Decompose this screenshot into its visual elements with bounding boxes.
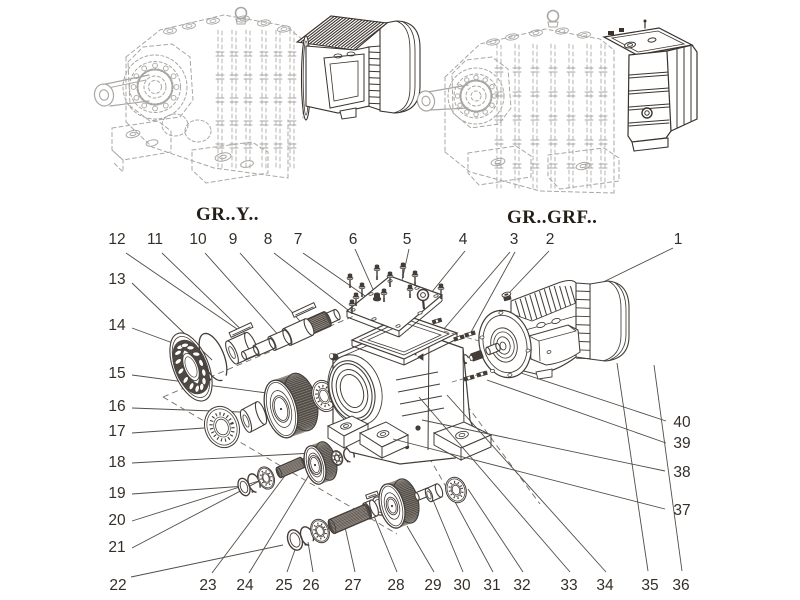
svg-text:24: 24	[236, 577, 254, 594]
svg-text:22: 22	[109, 577, 126, 594]
svg-text:40: 40	[673, 414, 691, 431]
svg-text:27: 27	[344, 577, 361, 594]
svg-text:10: 10	[189, 231, 207, 248]
svg-text:38: 38	[673, 464, 690, 481]
svg-text:31: 31	[483, 577, 500, 594]
svg-text:20: 20	[108, 512, 126, 529]
svg-text:16: 16	[108, 398, 125, 415]
svg-text:8: 8	[264, 231, 273, 248]
svg-text:17: 17	[108, 423, 125, 440]
svg-text:11: 11	[147, 231, 163, 248]
svg-text:5: 5	[403, 231, 412, 248]
svg-text:12: 12	[108, 231, 125, 248]
svg-text:34: 34	[596, 577, 614, 594]
svg-text:3: 3	[510, 231, 519, 248]
svg-text:30: 30	[453, 577, 471, 594]
svg-text:6: 6	[349, 231, 358, 248]
svg-text:28: 28	[387, 577, 404, 594]
svg-text:19: 19	[108, 485, 125, 502]
svg-text:36: 36	[672, 577, 689, 594]
svg-text:25: 25	[275, 577, 292, 594]
svg-text:26: 26	[302, 577, 319, 594]
svg-text:32: 32	[513, 577, 530, 594]
svg-text:14: 14	[108, 317, 126, 334]
svg-text:GR..Y..: GR..Y..	[196, 204, 259, 225]
svg-text:23: 23	[199, 577, 216, 594]
svg-text:39: 39	[673, 435, 690, 452]
svg-text:29: 29	[424, 577, 441, 594]
svg-text:21: 21	[108, 539, 125, 556]
svg-text:4: 4	[459, 231, 468, 248]
svg-text:7: 7	[294, 231, 303, 248]
svg-text:18: 18	[108, 454, 125, 471]
svg-text:33: 33	[560, 577, 577, 594]
svg-text:9: 9	[229, 231, 238, 248]
svg-text:GR..GRF..: GR..GRF..	[507, 207, 597, 228]
svg-text:35: 35	[641, 577, 658, 594]
svg-text:1: 1	[674, 231, 683, 248]
svg-text:37: 37	[673, 502, 690, 519]
svg-text:15: 15	[108, 365, 125, 382]
svg-text:13: 13	[108, 271, 125, 288]
svg-text:2: 2	[546, 231, 555, 248]
